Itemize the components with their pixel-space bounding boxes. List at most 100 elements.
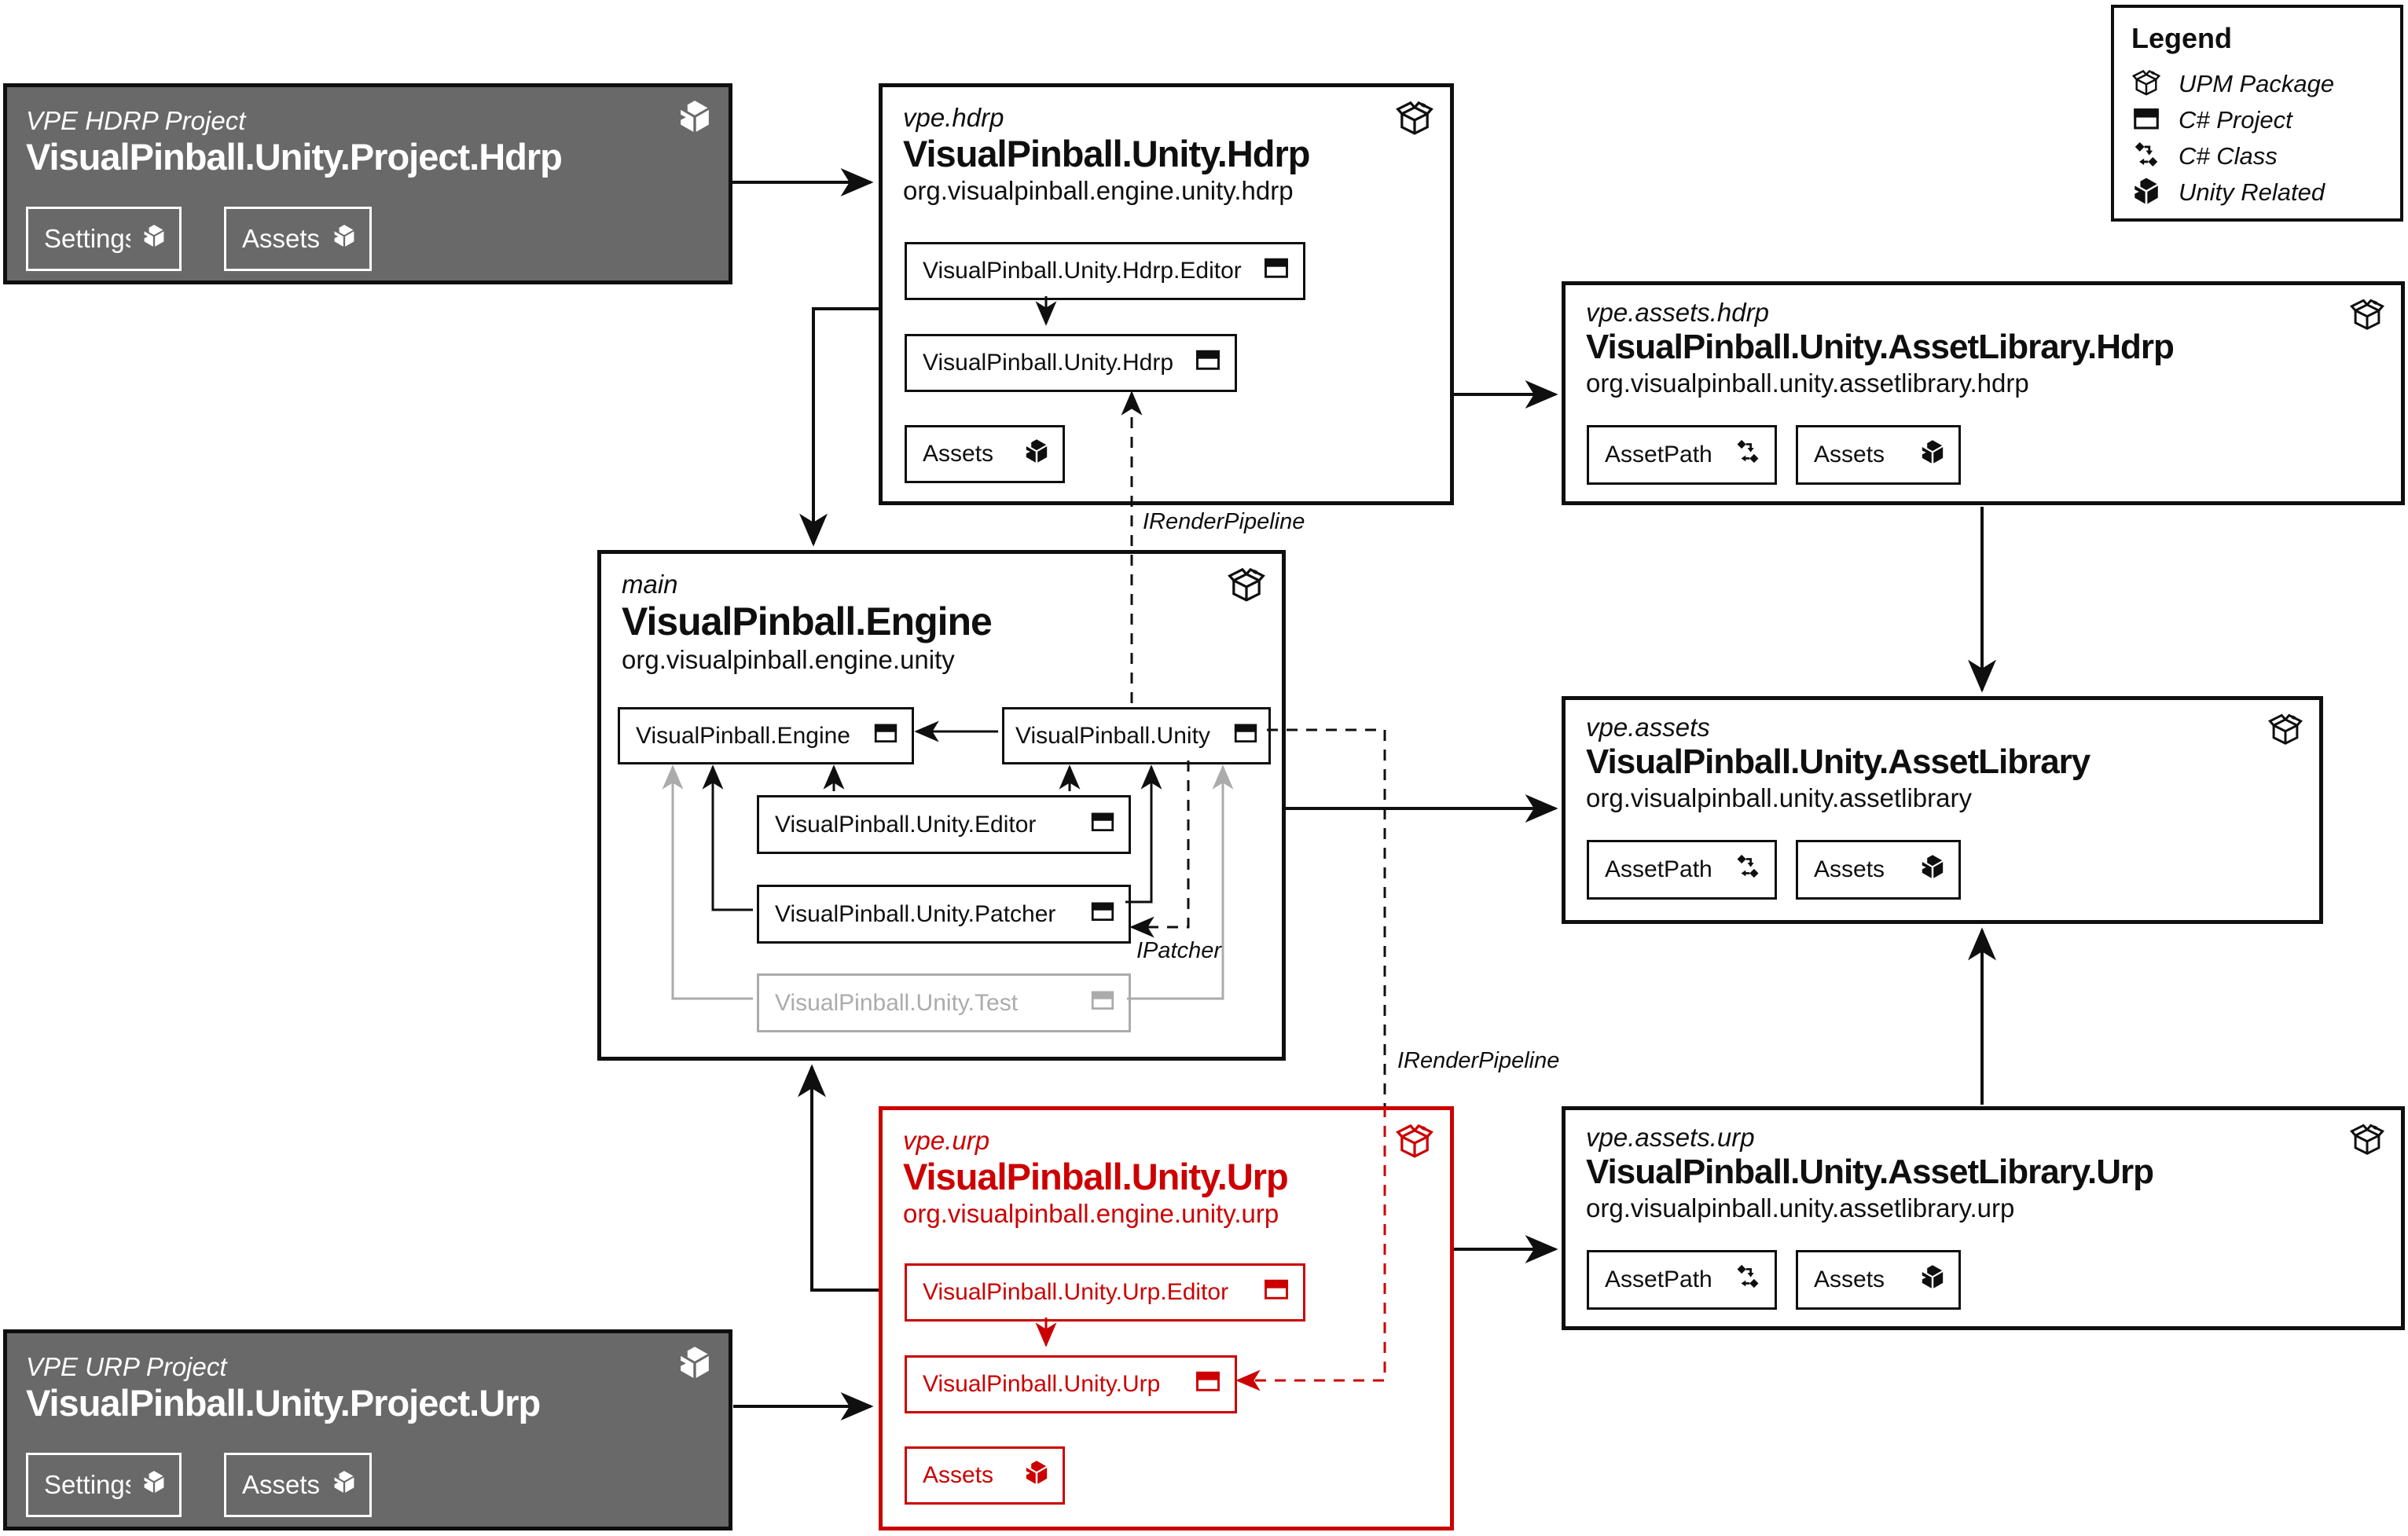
csproject-label: VisualPinball.Unity.Hdrp.Editor <box>923 258 1242 284</box>
legend-item-label: Unity Related <box>2179 178 2325 206</box>
settings-label: Settings <box>44 224 130 253</box>
assets-item: Assets <box>1796 425 1961 485</box>
package-title: VisualPinball.Unity.Hdrp <box>903 133 1310 175</box>
legend-item-label: C# Class <box>2179 142 2278 170</box>
assets-label: Assets <box>923 1462 994 1488</box>
csharp-project-icon <box>1262 1275 1290 1310</box>
box-vpe-hdrp: vpe.hdrp VisualPinball.Unity.Hdrp org.vi… <box>879 83 1454 505</box>
legend-item-csharp-project: C# Project <box>2131 102 2383 138</box>
upm-package-icon <box>2267 711 2303 751</box>
csproject-item-hdrp-editor: VisualPinball.Unity.Hdrp.Editor <box>905 242 1305 300</box>
box-vpe-urp-project: VPE URP Project VisualPinball.Unity.Proj… <box>3 1329 732 1531</box>
settings-item: Settings <box>26 207 182 271</box>
settings-item: Settings <box>26 1453 182 1517</box>
upm-package-icon <box>1227 565 1266 608</box>
csharp-class-icon <box>2131 140 2161 174</box>
csharp-project-icon <box>1194 346 1222 380</box>
legend-title: Legend <box>2131 22 2233 54</box>
legend: Legend UPM Package C# Project C# Class U… <box>2111 5 2403 222</box>
legend-item-csharp-class: C# Class <box>2131 138 2383 174</box>
csproject-label: VisualPinball.Unity.Hdrp <box>923 350 1174 376</box>
unity-icon <box>1023 1459 1050 1492</box>
assets-label: Assets <box>1814 1267 1885 1292</box>
assets-item: Assets <box>905 425 1065 483</box>
legend-item-upm-package: UPM Package <box>2131 66 2383 102</box>
csharp-project-icon <box>2131 104 2161 137</box>
unity-icon <box>677 98 713 138</box>
csproject-label: VisualPinball.Unity.Urp <box>923 1371 1161 1397</box>
package-title: VisualPinball.Unity.AssetLibrary <box>1586 742 2090 782</box>
assets-label: Assets <box>1814 856 1885 882</box>
csproject-item-urp-editor: VisualPinball.Unity.Urp.Editor <box>905 1263 1305 1322</box>
csharp-class-icon <box>1734 1263 1762 1297</box>
csproject-label: VisualPinball.Unity.Urp.Editor <box>923 1279 1229 1305</box>
csharp-project-icon <box>1089 987 1116 1020</box>
legend-item-label: UPM Package <box>2179 70 2335 97</box>
project-title: VisualPinball.Unity.Project.Urp <box>26 1382 541 1424</box>
csproject-item-hdrp: VisualPinball.Unity.Hdrp <box>905 334 1237 392</box>
assetpath-item: AssetPath <box>1587 840 1777 900</box>
csharp-class-icon <box>1734 852 1762 887</box>
project-eyebrow: VPE HDRP Project <box>26 106 246 135</box>
assetpath-item: AssetPath <box>1587 1250 1777 1310</box>
csharp-project-icon <box>872 720 899 753</box>
legend-item-label: C# Project <box>2179 106 2292 134</box>
unity-icon <box>332 1469 357 1501</box>
assets-label: Assets <box>242 224 321 253</box>
assets-item: Assets <box>224 207 372 271</box>
csproject-label: VisualPinball.Unity.Editor <box>775 811 1037 838</box>
unity-icon <box>1919 853 1946 886</box>
package-org: org.visualpinball.unity.assetlibrary <box>1586 783 1972 812</box>
csharp-project-icon <box>1089 808 1116 841</box>
upm-package-icon <box>2349 296 2385 336</box>
csproject-label: VisualPinball.Engine <box>636 722 850 749</box>
csproject-item-engine: VisualPinball.Engine <box>618 707 914 764</box>
csproject-item-unity-patcher: VisualPinball.Unity.Patcher <box>757 885 1131 944</box>
csproject-item-unity-editor: VisualPinball.Unity.Editor <box>757 795 1131 854</box>
settings-label: Settings <box>44 1470 130 1499</box>
package-title: VisualPinball.Unity.AssetLibrary.Hdrp <box>1586 328 2175 367</box>
assets-item: Assets <box>1796 840 1961 900</box>
upm-package-icon <box>1395 98 1434 141</box>
package-org: org.visualpinball.engine.unity <box>622 645 955 675</box>
project-title: VisualPinball.Unity.Project.Hdrp <box>26 136 563 178</box>
box-main: main VisualPinball.Engine org.visualpinb… <box>597 550 1286 1061</box>
package-org: org.visualpinball.unity.assetlibrary.urp <box>1586 1193 2015 1223</box>
annotation-irenderpipeline-hdrp: IRenderPipeline <box>1143 509 1305 534</box>
package-title: VisualPinball.Unity.AssetLibrary.Urp <box>1586 1153 2154 1192</box>
box-vpe-urp: vpe.urp VisualPinball.Unity.Urp org.visu… <box>879 1106 1454 1531</box>
csharp-project-icon <box>1262 254 1290 288</box>
arrow-vpeurp-to-main <box>798 1064 879 1292</box>
assets-label: Assets <box>923 441 994 467</box>
package-org: org.visualpinball.engine.unity.urp <box>903 1198 1279 1228</box>
unity-icon <box>2131 176 2161 210</box>
package-title: VisualPinball.Unity.Urp <box>903 1156 1289 1198</box>
unity-icon <box>332 223 357 255</box>
package-org: org.visualpinball.unity.assetlibrary.hdr… <box>1586 368 2029 398</box>
assets-label: Assets <box>1814 442 1885 467</box>
csproject-item-unity: VisualPinball.Unity <box>1002 707 1271 764</box>
csproject-label: VisualPinball.Unity.Test <box>775 989 1019 1016</box>
project-eyebrow: VPE URP Project <box>26 1352 227 1381</box>
unity-icon <box>1919 1263 1946 1296</box>
package-eyebrow: vpe.hdrp <box>903 103 1004 132</box>
package-title: VisualPinball.Engine <box>622 599 993 644</box>
upm-package-icon <box>2131 68 2161 101</box>
assets-item: Assets <box>224 1453 372 1517</box>
box-vpe-assets: vpe.assets VisualPinball.Unity.AssetLibr… <box>1562 696 2323 924</box>
package-eyebrow: vpe.assets.hdrp <box>1586 298 1769 327</box>
package-eyebrow: vpe.assets <box>1586 713 1710 742</box>
csharp-class-icon <box>1734 438 1762 472</box>
unity-icon <box>1919 438 1946 471</box>
annotation-irenderpipeline-urp: IRenderPipeline <box>1397 1048 1560 1073</box>
package-eyebrow: main <box>622 570 678 599</box>
assetpath-label: AssetPath <box>1605 1267 1712 1292</box>
csharp-project-icon <box>1232 720 1259 753</box>
assetpath-item: AssetPath <box>1587 425 1777 485</box>
csproject-item-unity-test: VisualPinball.Unity.Test <box>757 973 1131 1032</box>
assets-item: Assets <box>905 1446 1065 1505</box>
assetpath-label: AssetPath <box>1605 442 1712 467</box>
unity-icon <box>141 1469 167 1501</box>
package-eyebrow: vpe.urp <box>903 1126 990 1155</box>
box-vpe-assets-urp: vpe.assets.urp VisualPinball.Unity.Asset… <box>1562 1106 2405 1330</box>
